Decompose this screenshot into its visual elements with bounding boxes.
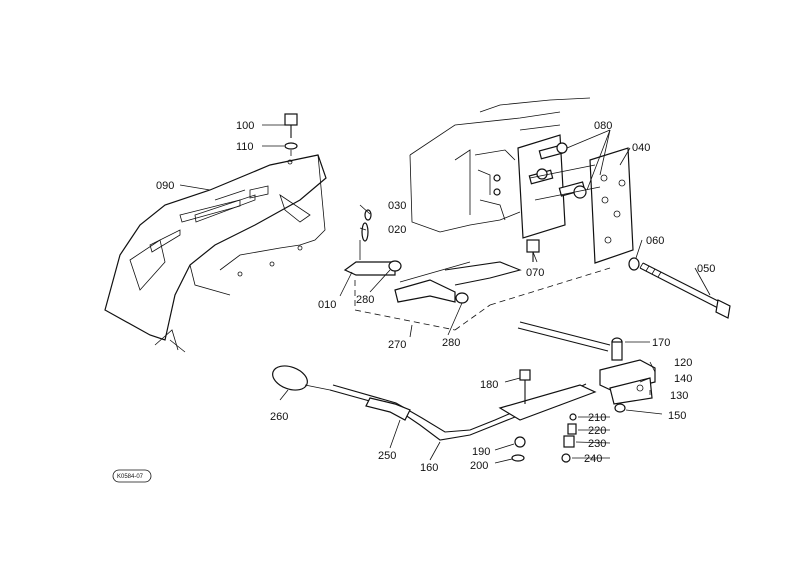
callout-070: 070 [526,267,544,279]
callout-080: 080 [594,120,612,132]
callout-280-right: 280 [442,337,460,349]
callout-260: 260 [270,411,288,423]
bolt-100 [284,113,298,162]
callout-050: 050 [697,263,715,275]
callout-270: 270 [388,339,406,351]
callout-060: 060 [646,235,664,247]
fender-cover-090 [104,154,327,353]
callout-020: 020 [388,224,406,236]
block-assembly-120 [517,321,656,413]
leader-lines [179,124,711,464]
callout-010: 010 [318,299,336,311]
callout-190: 190 [472,446,490,458]
callout-220: 220 [588,425,606,437]
callout-030: 030 [388,200,406,212]
callout-040: 040 [632,142,650,154]
callout-250: 250 [378,450,396,462]
callout-170: 170 [652,337,670,349]
bracket-plate-040 [517,134,634,264]
bolts-080 [528,142,601,201]
callout-150: 150 [668,410,686,422]
engine-housing [409,97,591,233]
callout-200: 200 [470,460,488,472]
callout-110: 110 [236,141,254,153]
callout-labels: 100 110 090 030 020 010 280 270 280 070 … [156,120,715,474]
callout-140: 140 [674,373,692,385]
callout-280-left: 280 [356,294,374,306]
diagram-stamp: K0584-07 [112,469,152,483]
callout-130: 130 [670,390,688,402]
callout-210: 210 [588,412,606,424]
linkage-assembly [343,209,611,331]
callout-230: 230 [588,438,606,450]
callout-120: 120 [674,357,692,369]
callout-100: 100 [236,120,254,132]
bolt-180 [519,369,531,404]
bolt-070 [526,239,540,262]
stamp-text: K0584-07 [117,474,144,480]
callout-160: 160 [420,462,438,474]
callout-240: 240 [584,453,602,465]
callout-090: 090 [156,180,174,192]
small-hardware [511,413,577,463]
gear-lever-160 [272,365,597,441]
callout-180: 180 [480,379,498,391]
long-bolt-050 [628,257,731,319]
